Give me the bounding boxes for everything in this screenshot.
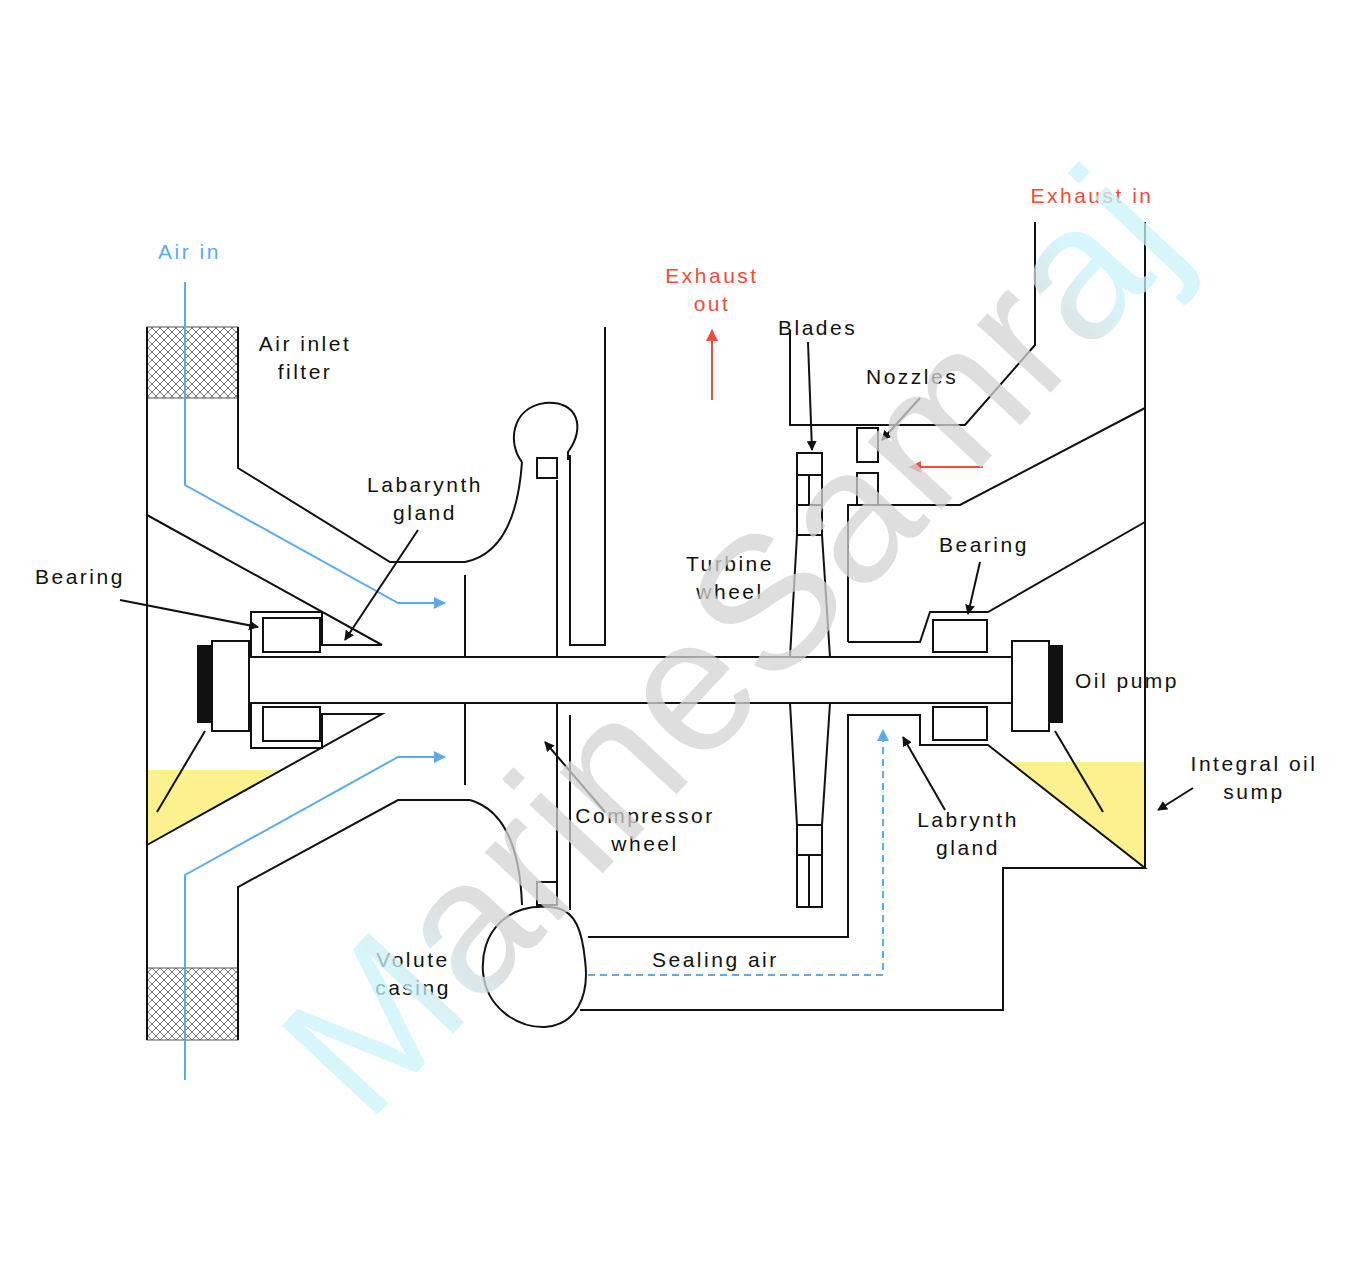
part-label: Oil pump xyxy=(1075,667,1179,695)
part-label: Turbine wheel xyxy=(665,550,795,606)
air-filter xyxy=(147,327,238,398)
nozzle xyxy=(857,428,878,462)
turbine-blade xyxy=(797,825,822,907)
casing-wall xyxy=(146,327,148,1040)
shaft xyxy=(249,657,1012,703)
part-label: Labrynth gland xyxy=(893,806,1043,862)
compressor-wheel xyxy=(464,575,466,657)
bearing xyxy=(263,707,320,741)
nozzle xyxy=(857,473,878,505)
part-label: Air inlet filter xyxy=(240,330,370,386)
leader-arrow xyxy=(545,742,605,812)
air-flow-arrow xyxy=(185,282,445,603)
diffuser-vane xyxy=(537,882,557,905)
turbine-blade xyxy=(797,504,822,506)
flow-label: Air in xyxy=(158,238,221,266)
flow-label: Sealing air xyxy=(652,946,779,974)
compressor-wheel xyxy=(556,703,558,882)
watermark: MarineSamraj xyxy=(239,124,1221,1155)
casing-wall xyxy=(848,408,1145,642)
exhaust-arrow xyxy=(711,330,713,400)
part-label: Nozzles xyxy=(866,363,958,391)
inlet-wall xyxy=(238,800,470,1040)
oil-pickup xyxy=(1055,731,1103,812)
oil-pickup xyxy=(157,731,205,812)
leader-arrow xyxy=(1158,788,1193,810)
casing-wall xyxy=(1144,222,1146,868)
shaft-end xyxy=(212,641,249,731)
flow-label: Exhaust in xyxy=(1027,182,1157,210)
casing-lines xyxy=(147,222,1145,1040)
turbine-blade xyxy=(808,855,810,907)
bearing xyxy=(263,618,320,652)
leader-arrow xyxy=(882,398,920,440)
part-label: Volute casing xyxy=(356,946,471,1002)
compressor-casing xyxy=(570,327,605,645)
leader-lines xyxy=(120,342,1193,812)
exhaust-arrow xyxy=(910,466,983,468)
volute-section xyxy=(514,403,577,462)
compressor-casing xyxy=(569,715,571,910)
compressor-wheel xyxy=(464,703,466,785)
bearing xyxy=(933,707,987,740)
exhaust-flow xyxy=(712,330,983,467)
oil-pump xyxy=(197,645,212,723)
air-flow-arrow xyxy=(185,757,445,1080)
leader-arrow xyxy=(345,530,418,640)
volute-casing xyxy=(483,907,586,1027)
flow-label: Exhaust out xyxy=(647,262,777,318)
turbine-wheel xyxy=(790,703,830,825)
part-label: Bearing xyxy=(35,563,125,591)
part-label: Blades xyxy=(778,314,857,342)
oil-pump xyxy=(1049,645,1063,723)
turbine-wheel xyxy=(790,535,830,657)
casing-wall xyxy=(848,522,1145,642)
air-flow xyxy=(185,282,883,1080)
shaft-end xyxy=(1012,641,1049,731)
part-label: Compressor wheel xyxy=(558,802,733,858)
leader-arrow xyxy=(903,737,945,810)
bearing-housing xyxy=(147,703,382,845)
part-label: Labarynth gland xyxy=(345,471,505,527)
casing-wall xyxy=(580,715,1145,1010)
diffuser-vane xyxy=(537,458,557,478)
leader-arrow xyxy=(808,342,812,450)
compressor-casing xyxy=(470,800,522,905)
turbine-blade xyxy=(808,475,810,505)
bearing xyxy=(933,620,987,652)
turbine-blade xyxy=(797,453,822,535)
compressor-wheel xyxy=(556,480,558,657)
part-label: Integral oil sump xyxy=(1187,750,1321,806)
leader-arrow xyxy=(968,562,980,614)
inlet-wall xyxy=(238,327,465,562)
air-filter xyxy=(147,968,238,1040)
leader-arrow xyxy=(120,600,258,627)
part-label: Bearing xyxy=(939,531,1029,559)
